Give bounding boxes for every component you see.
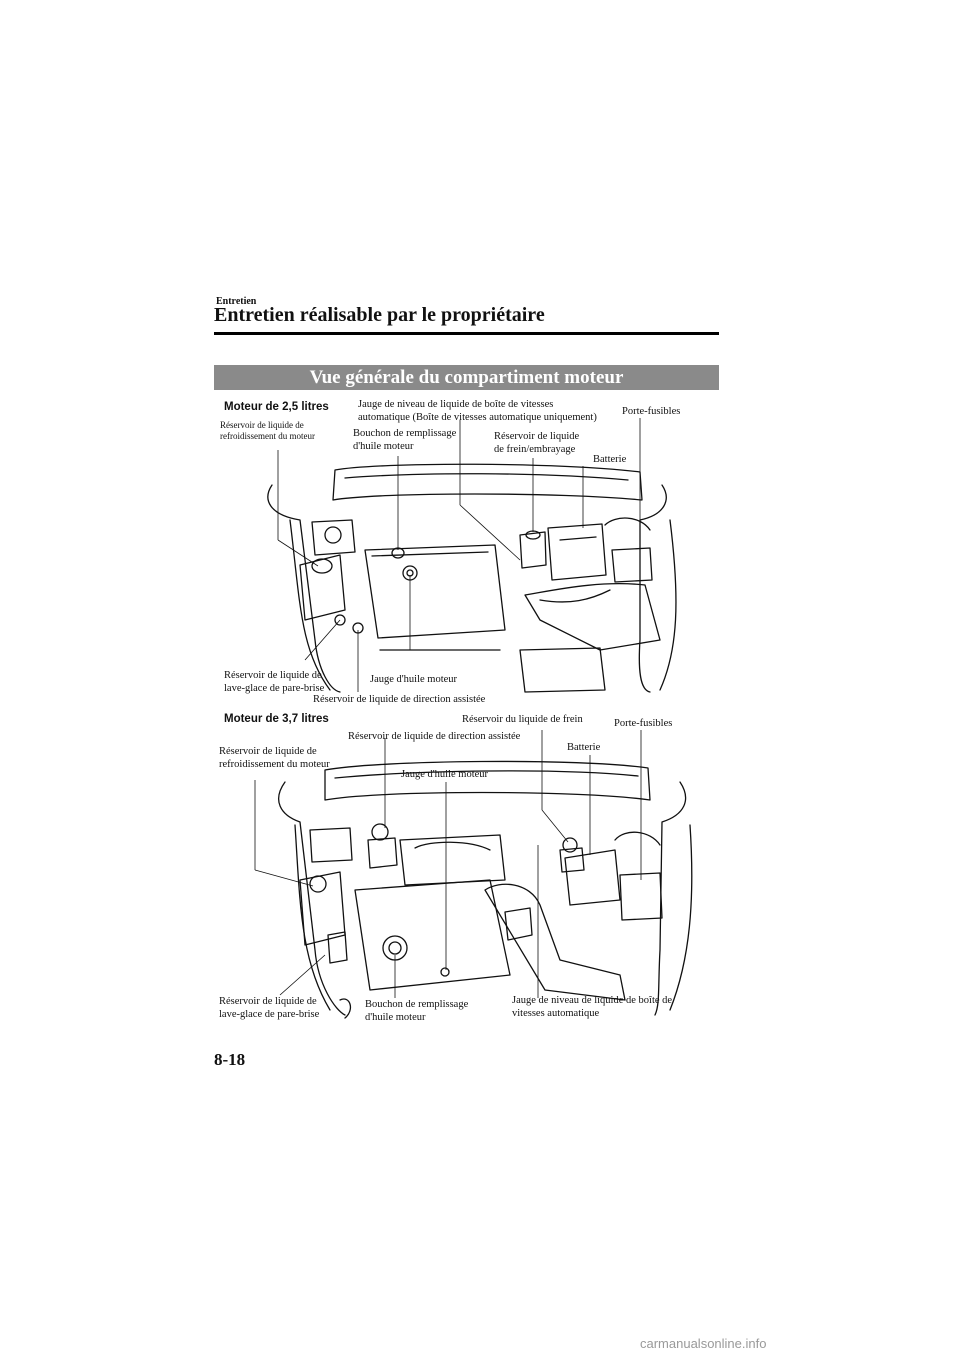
page-title: Entretien réalisable par le propriétaire xyxy=(214,304,545,326)
engine-25-heading: Moteur de 2,5 litres xyxy=(224,401,329,413)
label-37-battery: Batterie xyxy=(567,742,601,753)
label-37-brake: Réservoir du liquide de frein xyxy=(462,714,583,725)
label-25-battery: Batterie xyxy=(593,454,627,465)
label-37-fuse-box: Porte-fusibles xyxy=(614,718,673,729)
section-label: Entretien xyxy=(216,296,257,307)
engine-25-drawing xyxy=(267,463,677,693)
label-25-oil-dipstick: Jauge d'huile moteur xyxy=(370,674,458,685)
engine-37-drawing xyxy=(278,760,693,1019)
label-37-oil-dipstick: Jauge d'huile moteur xyxy=(401,769,489,780)
label-25-power-steering: Réservoir de liquide de direction assist… xyxy=(313,694,486,705)
engine-37-heading: Moteur de 3,7 litres xyxy=(224,713,329,725)
title-rule xyxy=(214,332,719,335)
label-25-atf-dipstick: Jauge de niveau de liquide de boîte de v… xyxy=(358,399,597,423)
page-number: 8-18 xyxy=(214,1050,246,1069)
section-banner: Vue générale du compartiment moteur xyxy=(214,365,719,390)
label-25-fuse-box: Porte-fusibles xyxy=(622,406,681,417)
footer-watermark: carmanualsonline.info xyxy=(640,1336,767,1351)
label-37-power-steering: Réservoir de liquide de direction assist… xyxy=(348,731,521,742)
